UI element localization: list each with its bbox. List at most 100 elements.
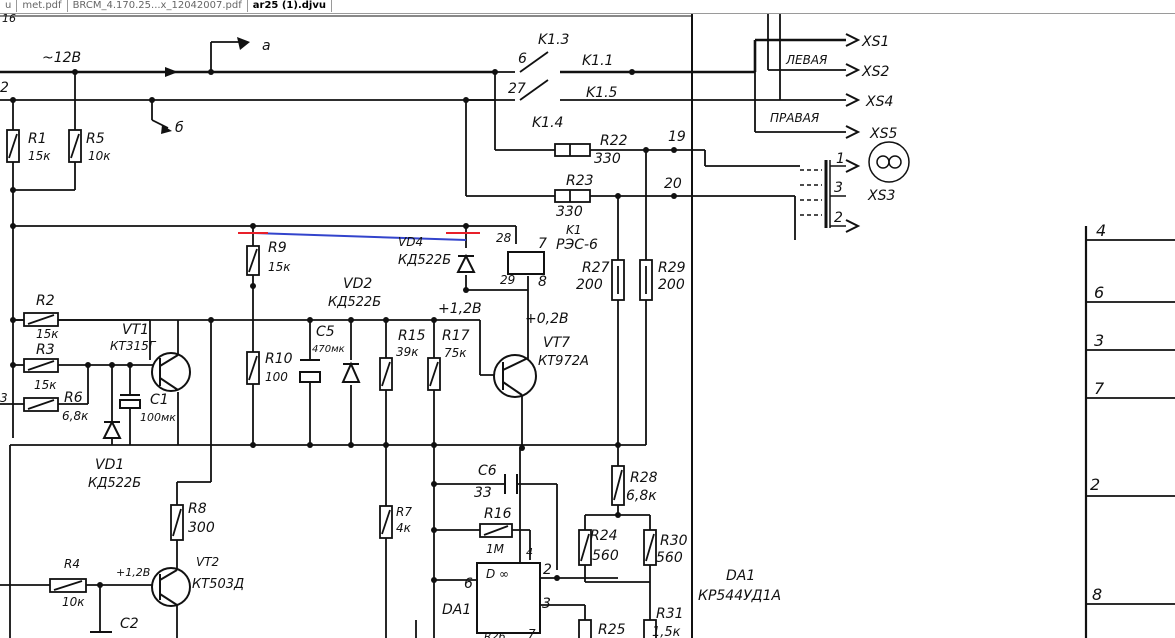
label-c6-ref: C6: [478, 463, 497, 479]
label-net-plus-0-2: +0,2B: [525, 311, 569, 327]
label-vd4-ref: VD4: [398, 235, 423, 249]
label-k1-4: K1.4: [532, 115, 563, 131]
label-c5-ref: C5: [316, 324, 335, 340]
label-r5-value: 10к: [88, 149, 111, 163]
label-vd1-ref: VD1: [95, 457, 124, 473]
diodes: [102, 253, 476, 439]
label-node-b: б: [175, 120, 184, 136]
label-connector-pin-8: 8: [1092, 585, 1102, 604]
label-xs2: XS2: [861, 64, 889, 80]
label-r29-value: 200: [658, 277, 685, 293]
label-connector-pin-6: 6: [1094, 283, 1104, 302]
label-r1-value: 15к: [28, 149, 51, 163]
label-k1-5-pin: 27: [508, 81, 526, 97]
label-r7-value: 4к: [396, 521, 412, 535]
label-xs3-pin-1: 1: [836, 151, 845, 167]
label-k1-pin-7: 7: [538, 236, 547, 252]
label-vd2-ref: VD2: [343, 276, 372, 292]
label-r15-value: 39к: [396, 345, 419, 359]
label-r30-ref: R30: [660, 533, 688, 549]
label-r17-ref: R17: [442, 328, 470, 344]
label-k1-pin-29: 29: [500, 273, 515, 287]
label-r9-value: 15к: [268, 260, 291, 274]
document-view[interactable]: 16 ~12B a б 2 R1 15к R5 10к R2 15к R3 15…: [0, 14, 1175, 638]
label-xs3-pin-3: 3: [834, 180, 843, 196]
label-xs5: XS5: [869, 126, 897, 142]
label-node-19: 19: [668, 129, 686, 145]
label-r24-ref: R24: [590, 528, 618, 544]
tab-ar25-djvu[interactable]: ar25 (1).djvu: [247, 0, 332, 12]
label-r24-value: 560: [592, 548, 619, 564]
label-r4-ref: R4: [64, 557, 80, 571]
label-r6-ref: R6: [64, 390, 83, 406]
schematic-page: 16 ~12B a б 2 R1 15к R5 10к R2 15к R3 15…: [0, 14, 1175, 638]
label-vt2-type: КТ503Д: [192, 577, 244, 592]
label-da1-bottom: R26: [484, 630, 506, 638]
label-vt1-ref: VT1: [122, 322, 149, 338]
frame-lines: [0, 14, 693, 638]
label-r2-ref: R2: [36, 293, 55, 309]
label-r28-value: 6,8к: [626, 488, 657, 504]
label-vd4-type: КД522Б: [398, 253, 451, 268]
label-r6-left-pin: 3: [0, 391, 8, 405]
label-r27-value: 200: [576, 277, 603, 293]
label-r23-ref: R23: [566, 173, 594, 189]
label-vt1-type: КТ315Г: [110, 339, 157, 353]
label-r28-ref: R28: [630, 470, 658, 486]
label-r17-value: 75к: [444, 346, 467, 360]
label-da1-pin-2: 2: [543, 562, 552, 578]
label-r27-ref: R27: [582, 260, 610, 276]
label-right: ПРАВАЯ: [770, 111, 820, 125]
label-c6-value: 33: [474, 485, 492, 501]
label-r29-ref: R29: [658, 260, 686, 276]
tab-brcm-pdf[interactable]: BRCM_4.170.25...x_12042007.pdf: [68, 0, 248, 12]
label-xs3-pin-2: 2: [834, 210, 843, 226]
label-r31-ref: R31: [656, 606, 684, 622]
label-r3-ref: R3: [36, 342, 55, 358]
label-left: ЛЕВАЯ: [785, 53, 828, 67]
label-da1-type: КР544УД1А: [698, 588, 781, 604]
tab-met-pdf[interactable]: met.pdf: [17, 0, 68, 12]
label-r8-ref: R8: [188, 501, 207, 517]
label-k1-3-pin: 6: [518, 51, 527, 67]
label-r4-net: +1,2B: [116, 566, 150, 579]
label-da1-pin-3: 3: [542, 596, 551, 612]
label-connector-pin-7: 7: [1094, 379, 1105, 398]
label-connector-pin-3: 3: [1094, 331, 1104, 350]
junction-dots: [10, 69, 677, 588]
label-k1-ref: K1: [566, 223, 582, 237]
label-da1-pin-7: 7: [528, 627, 536, 638]
label-r7-ref: R7: [396, 505, 412, 519]
label-k1-pin-8: 8: [538, 274, 547, 290]
label-k1-1: K1.1: [582, 53, 613, 69]
label-c1-value: 100мк: [140, 411, 176, 424]
label-r10-ref: R10: [265, 351, 293, 367]
output-transformer: [800, 141, 910, 228]
socket-chevrons: [845, 33, 861, 233]
label-r25-ref: R25: [598, 622, 626, 638]
label-vd2-type: КД522Б: [328, 295, 381, 310]
label-connector-pin-2: 2: [1090, 475, 1100, 494]
label-r16-value: 1M: [486, 542, 505, 556]
label-xs4: XS4: [865, 94, 893, 110]
label-node-20: 20: [664, 176, 682, 192]
tab-u[interactable]: u: [0, 0, 18, 12]
label-da1-symbol: D ∞: [486, 567, 509, 581]
label-xs3: XS3: [867, 188, 895, 204]
label-r8-value: 300: [188, 520, 215, 536]
op-amp-da1: [476, 562, 541, 634]
label-c1-ref: C1: [150, 392, 169, 408]
wires: [0, 14, 1175, 638]
label-r10-value: 100: [265, 370, 288, 384]
label-node-a: a: [262, 38, 271, 54]
label-r5-ref: R5: [86, 131, 105, 147]
transistors: [151, 352, 537, 607]
label-c5-value: 470мк: [312, 344, 345, 355]
label-r15-ref: R15: [398, 328, 426, 344]
labels: 16 ~12B a б 2 R1 15к R5 10к R2 15к R3 15…: [0, 14, 1106, 638]
document-tab-bar: u met.pdf BRCM_4.170.25...x_12042007.pdf…: [0, 0, 1175, 14]
label-r16-ref: R16: [484, 506, 512, 522]
label-vt7-ref: VT7: [543, 335, 570, 351]
relay-k1: [507, 251, 545, 275]
label-net-12v: ~12B: [42, 50, 81, 66]
